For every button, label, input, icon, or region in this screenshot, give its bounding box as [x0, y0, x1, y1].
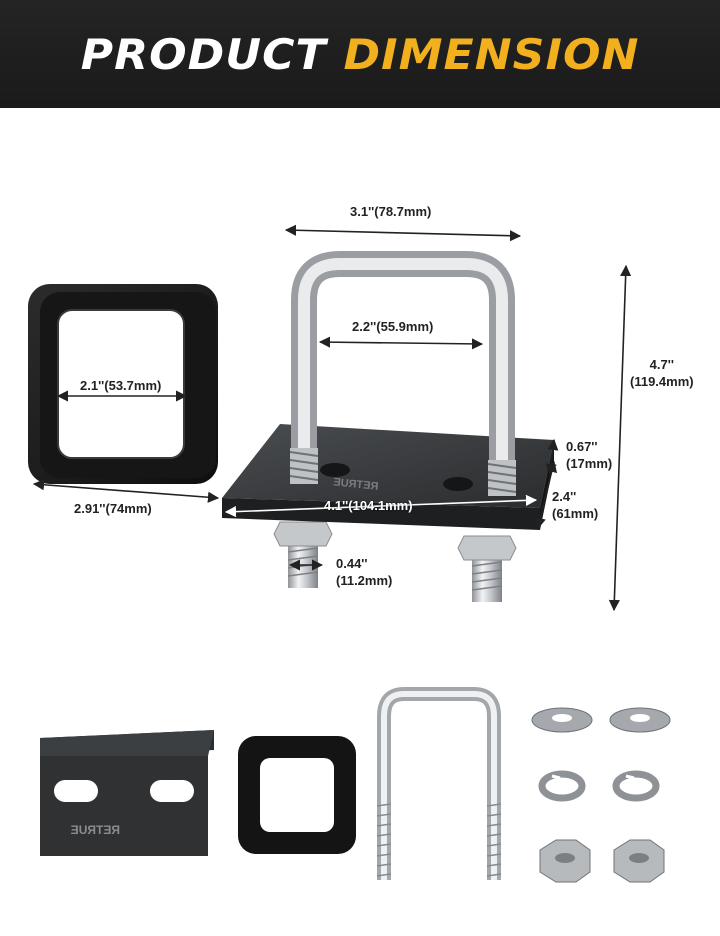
- rubber-pad-large: [28, 284, 218, 484]
- plate-brand-mark: RETRUE: [333, 476, 379, 493]
- height-label: 4.7'' (119.4mm): [630, 356, 694, 390]
- header-banner: PRODUCT DIMENSION: [0, 0, 720, 108]
- part-u-bolt: [376, 687, 502, 880]
- flat-washer-2: [609, 707, 671, 733]
- flange-mm: (17mm): [566, 456, 613, 471]
- flange-label: 0.67'' (17mm): [566, 438, 612, 472]
- ubolt-width-label: 3.1''(78.7mm): [350, 204, 432, 219]
- height-mm: (119.4mm): [630, 374, 694, 389]
- pad-inner-label: 2.1''(53.7mm): [80, 378, 162, 393]
- hex-nut-1: [539, 839, 591, 883]
- height-in: 4.7'': [649, 357, 674, 372]
- part-plate: RETRUE: [40, 730, 214, 856]
- page-title: PRODUCT DIMENSION: [81, 30, 640, 79]
- lock-washer-2: [612, 770, 660, 802]
- title-word-product: PRODUCT: [80, 29, 327, 79]
- flat-washer-1: [531, 707, 593, 733]
- thread-diameter-in: 0.44'': [336, 556, 368, 571]
- upper-nut-left: [289, 448, 319, 484]
- thread-diameter-label: 0.44'' (11.2mm): [336, 555, 392, 589]
- part-rubber-pad: [238, 736, 356, 854]
- ubolt-inner-label: 2.2''(55.9mm): [352, 319, 434, 334]
- upper-nut-right: [487, 460, 517, 496]
- dimension-lines: [32, 224, 632, 612]
- plate-length-label: 4.1''(104.1mm): [324, 498, 413, 513]
- title-word-dimension: DIMENSION: [343, 29, 640, 79]
- part-plate-brand-mark: RETRUE: [71, 823, 120, 837]
- hex-nut-2: [613, 839, 665, 883]
- thread-diameter-mm: (11.2mm): [336, 573, 393, 588]
- flange-in: 0.67'': [566, 439, 598, 454]
- depth-in: 2.4'': [552, 489, 577, 504]
- lock-washer-1: [538, 770, 586, 802]
- hitch-plate-assembly: RETRUE: [222, 251, 554, 602]
- depth-mm: (61mm): [552, 506, 599, 521]
- pad-outer-label: 2.91''(74mm): [74, 501, 152, 516]
- depth-label: 2.4'' (61mm): [552, 488, 598, 522]
